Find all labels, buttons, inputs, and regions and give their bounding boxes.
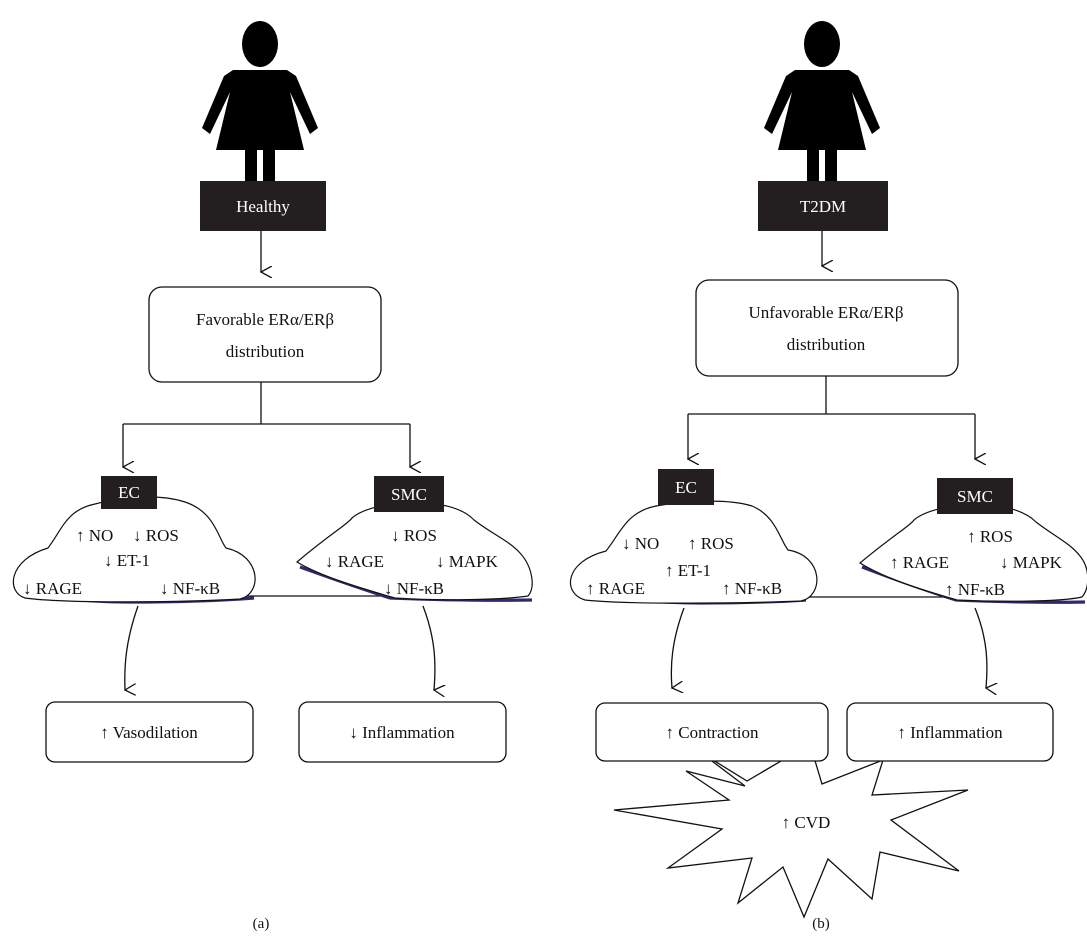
outcome-left: ↑ Contraction [665, 723, 759, 742]
distribution-line1: Unfavorable ERα/ERβ [749, 303, 904, 322]
status-box-healthy [200, 181, 326, 231]
panel-caption-a: (a) [253, 916, 270, 932]
status-label: T2DM [800, 197, 846, 216]
ec-blob [569, 500, 818, 604]
ec-label-box [101, 476, 157, 509]
outcome-left: ↑ Vasodilation [100, 723, 198, 742]
distribution-box [695, 279, 959, 377]
smc-line2-right: ↓ MAPK [436, 552, 499, 571]
distribution-line2: distribution [226, 342, 305, 361]
arrow-ec-to-outcome [671, 607, 685, 688]
distribution-line1: Favorable ERα/ERβ [196, 310, 334, 329]
panel-b: T2DM Unfavorable ERα/ERβ distribution EC… [569, 21, 1087, 932]
distribution-box [148, 286, 382, 383]
smc-label: SMC [391, 485, 427, 504]
smc-label-box [374, 476, 444, 512]
outcome-box-right [298, 701, 507, 763]
cvd-burst [613, 743, 969, 919]
outcome-box-left [45, 701, 254, 763]
ec-line1-left: ↓ NO [622, 534, 659, 553]
ec-label: EC [118, 483, 140, 502]
status-label: Healthy [236, 197, 290, 216]
ec-label: EC [675, 478, 697, 497]
smc-line2-right: ↓ MAPK [1000, 553, 1063, 572]
ec-line3-left: ↓ RAGE [23, 579, 82, 598]
ec-line2: ↑ ET-1 [665, 561, 711, 580]
smc-label-box [937, 478, 1013, 514]
outcome-right: ↓ Inflammation [349, 723, 455, 742]
woman-silhouette-icon [202, 21, 318, 183]
smc-line2-left: ↑ RAGE [890, 553, 949, 572]
ec-line1-right: ↑ ROS [688, 534, 734, 553]
ec-line1-right: ↓ ROS [133, 526, 179, 545]
panel-caption-b: (b) [812, 916, 830, 932]
smc-line1: ↓ ROS [391, 526, 437, 545]
arrow-smc-to-outcome [422, 605, 435, 690]
ec-line3-left: ↑ RAGE [586, 579, 645, 598]
split-connector [688, 376, 975, 415]
ec-line3-right: ↓ NF-κB [160, 579, 220, 598]
ec-line1-left: ↑ NO [76, 526, 113, 545]
status-box-t2dm [758, 181, 888, 231]
outcome-right: ↑ Inflammation [897, 723, 1003, 742]
cvd-label: ↑ CVD [782, 813, 831, 832]
smc-blob [858, 503, 1087, 602]
smc-line1: ↑ ROS [967, 527, 1013, 546]
panel-a: Healthy Favorable ERα/ERβ distribution E… [12, 21, 533, 932]
ec-line2: ↓ ET-1 [104, 551, 150, 570]
split-connector [123, 382, 410, 425]
arrow-smc-to-outcome [974, 607, 987, 688]
arrow-ec-to-outcome [125, 605, 139, 690]
smc-blob [295, 501, 533, 601]
smc-line3: ↓ NF-κB [384, 579, 444, 598]
smc-line3: ↑ NF-κB [945, 580, 1005, 599]
outcome-box-right [846, 702, 1054, 762]
smc-line2-left: ↓ RAGE [325, 552, 384, 571]
smc-label: SMC [957, 487, 993, 506]
ec-line3-right: ↑ NF-κB [722, 579, 782, 598]
ec-label-box [658, 469, 714, 505]
distribution-line2: distribution [787, 335, 866, 354]
ec-blob [12, 496, 256, 603]
outcome-box-left [595, 702, 829, 762]
woman-silhouette-icon [764, 21, 880, 183]
